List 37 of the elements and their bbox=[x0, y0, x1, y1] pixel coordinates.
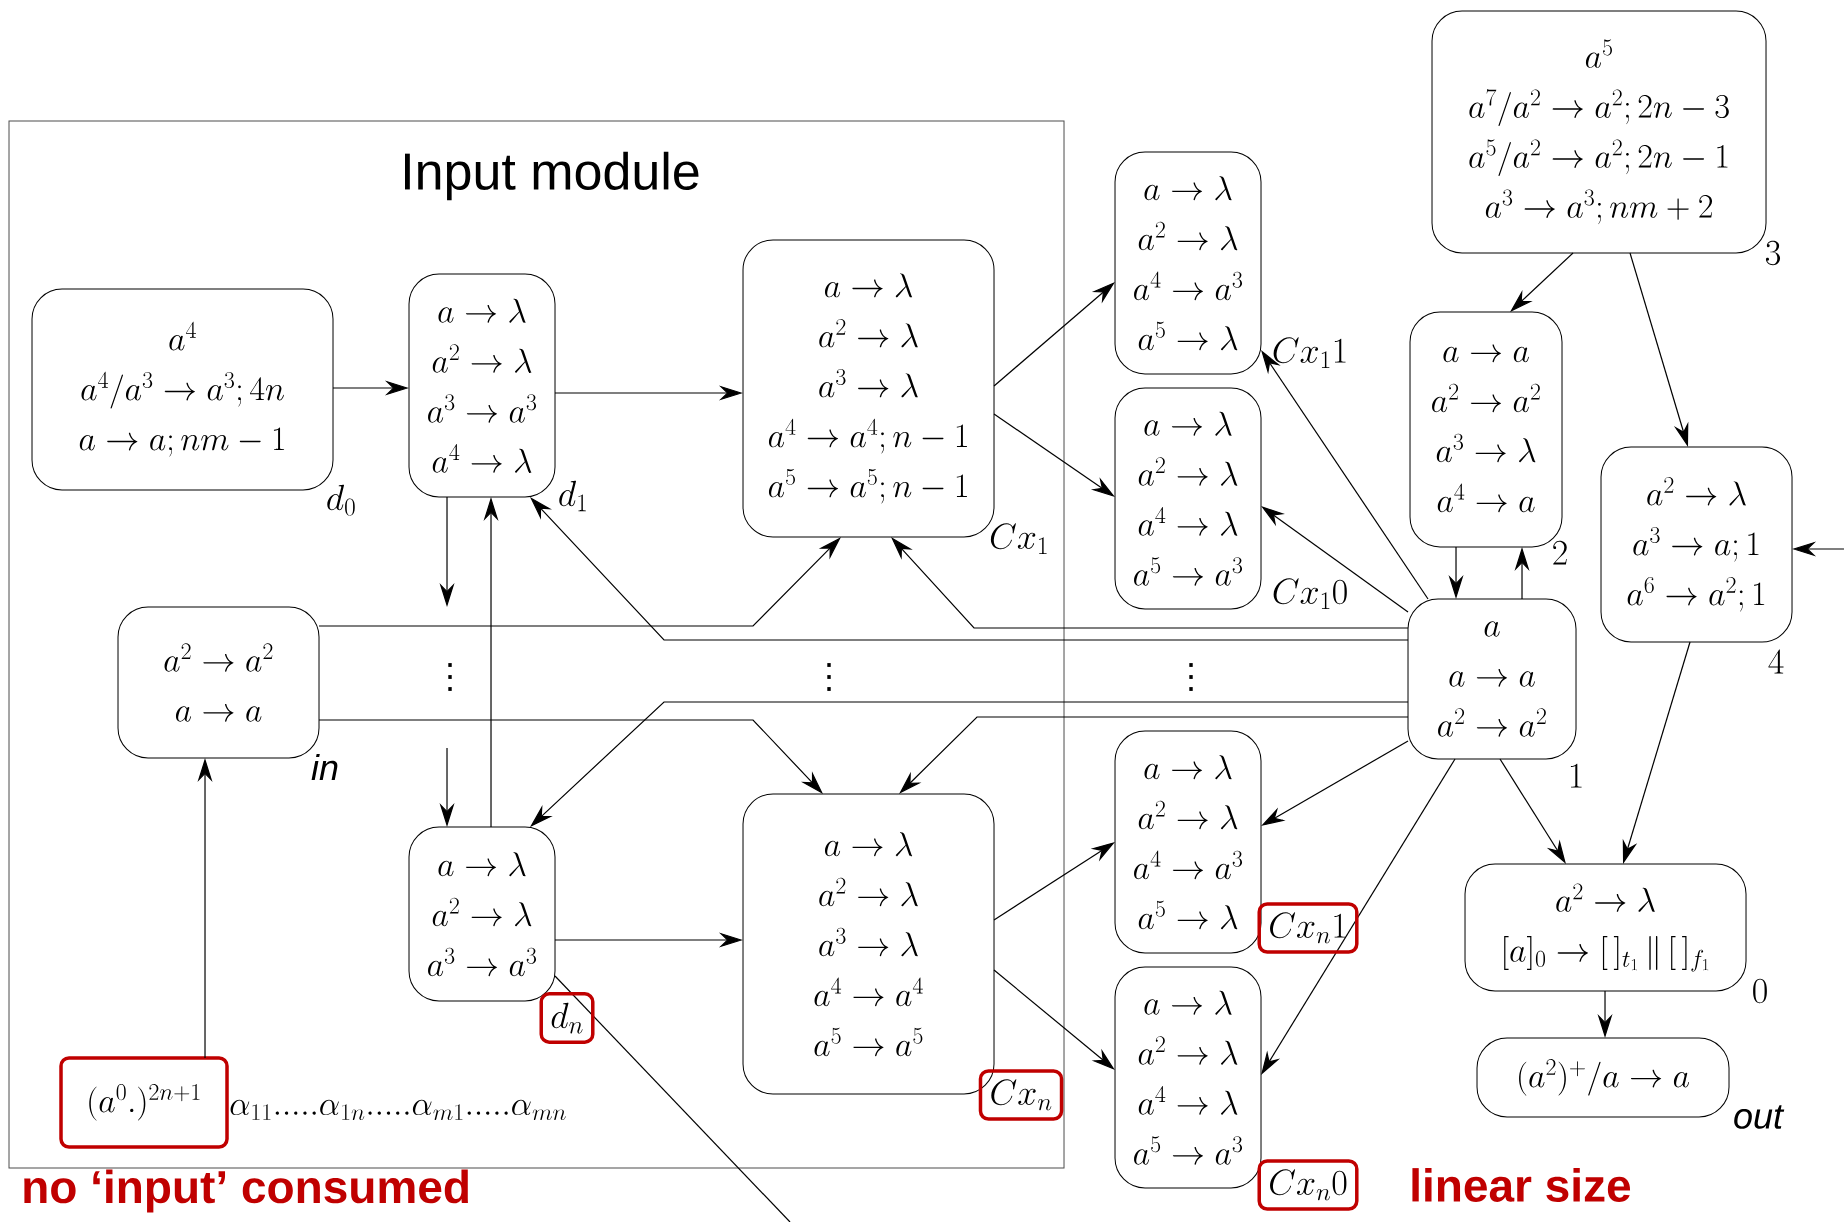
arrow bbox=[993, 969, 1115, 1070]
neuron-box: $a\to\lambda$ $a^{2}\to\lambda$ $a^{4}\to\lambda$ $a^{5}\to a^{3}$ bbox=[1114, 387, 1262, 610]
neuron-box: $a^{2}\to\lambda$ $a^{3}\to a;1$ $a^{6}\to a^{2};1$ bbox=[1600, 446, 1793, 643]
neuron-box: $a$ $a\to a$ $a^{2}\to a^{2}$ bbox=[1407, 598, 1577, 760]
neuron-label: $\mathit{out}$ bbox=[1734, 1105, 1785, 1129]
neuron-box: $a\to\lambda$ $a^{2}\to\lambda$ $a^{4}\to\lambda$ $a^{5}\to a^{3}$ bbox=[1114, 966, 1262, 1189]
neuron-label: $4$ bbox=[1768, 649, 1784, 674]
neuron-box: $a\to\lambda$ $a^{2}\to\lambda$ $a^{3}\to a^{3}$ $a^{4}\to\lambda$ bbox=[408, 273, 556, 498]
neuron-box: $a\to\lambda$ $a^{2}\to\lambda$ $a^{4}\to a^{3}$ $a^{5}\to\lambda$ bbox=[1114, 151, 1262, 375]
connector-line bbox=[554, 975, 791, 1222]
arrow bbox=[530, 497, 1409, 641]
annotation: linear size bbox=[1412, 1168, 1631, 1202]
ellipsis: $\vdots$ bbox=[448, 663, 452, 691]
arrow bbox=[993, 282, 1115, 387]
neuron-label: $Cx_{1}1$ bbox=[1273, 337, 1346, 368]
highlighted-neuron-label: $Cx_{n}$ bbox=[978, 1069, 1064, 1121]
arrow bbox=[1510, 252, 1574, 312]
neuron-label: $3$ bbox=[1765, 240, 1781, 266]
neuron-box: $(a^{2})^{+}/a\to a$ bbox=[1476, 1037, 1730, 1118]
input-spike-train: $(a^{0}.)^{2n+1}$ bbox=[59, 1056, 229, 1149]
arrow bbox=[530, 701, 1409, 827]
arrow bbox=[318, 537, 841, 627]
neuron-box: $a^{5}$ $a^{7}/a^{2}\to a^{2};2n-3$ $a^{5}/a^{2}\to a^{2};2n-1$ $a^{3}\to a^{3};nm+2$ bbox=[1431, 10, 1767, 254]
neuron-label: $d_{1}$ bbox=[559, 480, 586, 512]
neuron-box: $a^{2}\to\lambda$ $[a]_{0}\to[\,]_{t_{1}}\,\|\,[\,]_{f_{1}}$ bbox=[1464, 863, 1747, 992]
arrow bbox=[318, 719, 823, 794]
ellipsis: $\vdots$ bbox=[827, 663, 831, 691]
neuron-box: $a\to\lambda$ $a^{2}\to\lambda$ $a^{4}\to a^{3}$ $a^{5}\to\lambda$ bbox=[1114, 730, 1262, 954]
highlighted-neuron-label: $Cx_{n}0$ bbox=[1257, 1159, 1359, 1211]
neuron-label: $Cx_{1}0$ bbox=[1273, 578, 1347, 609]
highlighted-neuron-label: $Cx_{n}1$ bbox=[1257, 902, 1359, 954]
ellipsis: $\vdots$ bbox=[1189, 663, 1193, 691]
highlighted-neuron-label: $d_{n}$ bbox=[539, 992, 595, 1044]
arrow bbox=[891, 537, 1409, 629]
arrow bbox=[899, 716, 1409, 794]
neuron-label: $1$ bbox=[1570, 763, 1582, 788]
neuron-label: $0$ bbox=[1753, 978, 1767, 1004]
